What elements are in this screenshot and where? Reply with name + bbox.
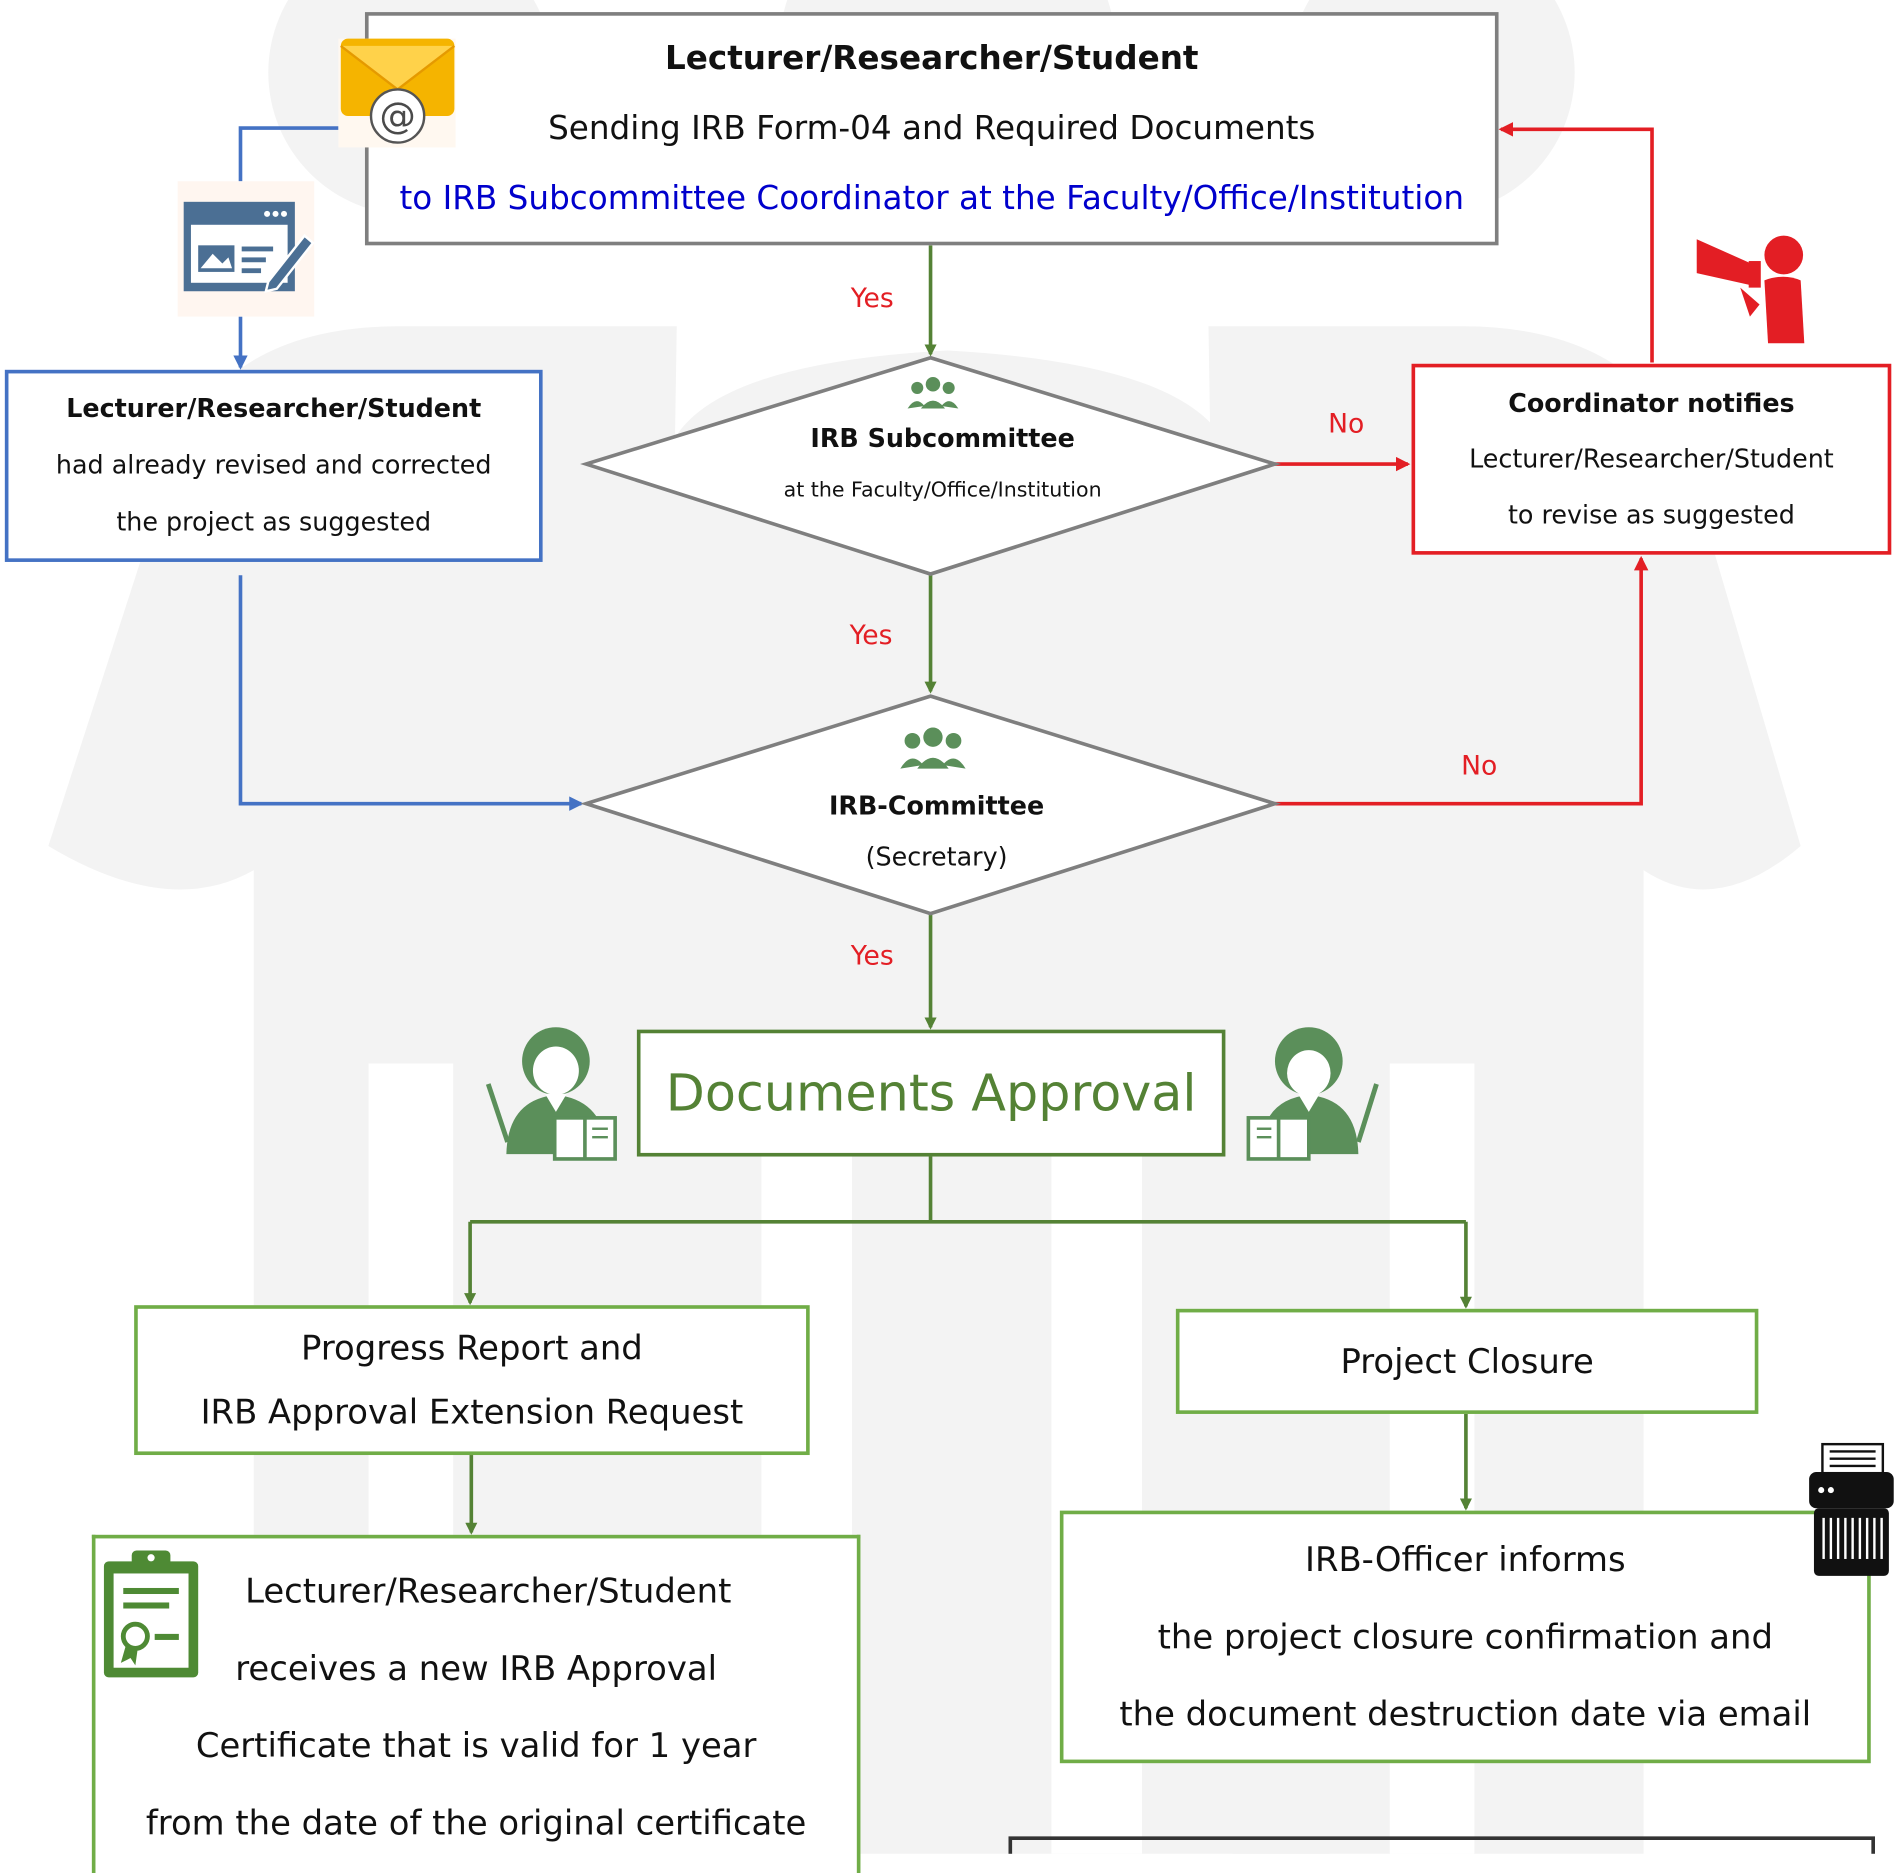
progress-box-line1: Progress Report and bbox=[301, 1328, 643, 1369]
teacher-icon bbox=[1246, 1027, 1379, 1161]
top-box-subtitle: Sending IRB Form-04 and Required Documen… bbox=[548, 109, 1316, 147]
email-icon: @ bbox=[338, 38, 456, 148]
watermark-body-left bbox=[48, 326, 677, 1854]
arrow-coordinator-to-top bbox=[1498, 122, 1654, 363]
top-submission-box: Lecturer/Researcher/Student Sending IRB … bbox=[364, 12, 1499, 246]
diamond1-subtitle: at the Faculty/Office/Institution bbox=[783, 478, 1102, 503]
revised-project-box: Lecturer/Researcher/Student had already … bbox=[4, 369, 543, 562]
megaphone-person-icon bbox=[1696, 235, 1805, 344]
officer-box-line3: the document destruction date via email bbox=[1119, 1693, 1812, 1734]
progress-box-line2: IRB Approval Extension Request bbox=[200, 1392, 744, 1433]
top-box-recipient: to IRB Subcommittee Coordinator at the F… bbox=[399, 179, 1465, 217]
label-yes-3: Yes bbox=[850, 941, 894, 972]
certificate-box-line1: Lecturer/Researcher/Student bbox=[245, 1571, 732, 1611]
diamond2-text: IRB-Committee (Secretary) bbox=[671, 781, 1203, 883]
progress-report-box: Progress Report and IRB Approval Extensi… bbox=[134, 1305, 810, 1456]
diamond-irb-subcommittee bbox=[580, 355, 1282, 576]
teacher-icon bbox=[485, 1027, 617, 1161]
project-closure-box: Project Closure bbox=[1175, 1308, 1759, 1414]
revised-box-line3: the project as suggested bbox=[116, 507, 432, 537]
documents-approval-title: Documents Approval bbox=[665, 1063, 1197, 1123]
coordinator-box-title: Coordinator notifies bbox=[1508, 389, 1795, 419]
approval-split-line bbox=[470, 1156, 1466, 1224]
group-icon bbox=[907, 377, 959, 409]
label-yes-2: Yes bbox=[849, 621, 893, 652]
diamond1-text: IRB Subcommittee at the Faculty/Office/I… bbox=[677, 416, 1209, 520]
diamond-irb-committee bbox=[580, 694, 1281, 916]
shredder-icon bbox=[1809, 1442, 1894, 1576]
revised-box-line2: had already revised and corrected bbox=[55, 450, 492, 480]
watermark-body-right bbox=[1208, 326, 1801, 1854]
group-icon bbox=[900, 727, 966, 769]
coordinator-box-line3: to revise as suggested bbox=[1507, 500, 1795, 530]
label-no-2: No bbox=[1461, 751, 1498, 782]
diamond1-title: IRB Subcommittee bbox=[810, 424, 1075, 454]
label-yes-1: Yes bbox=[850, 283, 894, 315]
certificate-icon bbox=[103, 1550, 199, 1678]
coordinator-box-line2: Lecturer/Researcher/Student bbox=[1469, 444, 1834, 474]
arrow-no2-to-coordinator bbox=[1274, 555, 1649, 806]
arrow-revised-to-diamond2 bbox=[238, 575, 584, 811]
officer-box-line1: IRB-Officer informs bbox=[1304, 1539, 1626, 1579]
web-form-icon bbox=[177, 181, 315, 317]
certificate-box-line2: receives a new IRB Approval bbox=[235, 1648, 718, 1689]
revised-box-title: Lecturer/Researcher/Student bbox=[66, 393, 482, 423]
certificate-box-line4: from the date of the original certificat… bbox=[145, 1803, 807, 1843]
documents-approval-box: Documents Approval bbox=[636, 1029, 1226, 1157]
coordinator-notify-box: Coordinator notifies Lecturer/Researcher… bbox=[1411, 363, 1892, 555]
officer-inform-box: IRB-Officer informs the project closure … bbox=[1059, 1510, 1871, 1764]
certificate-box: Lecturer/Researcher/Student receives a n… bbox=[91, 1534, 861, 1873]
top-box-title: Lecturer/Researcher/Student bbox=[664, 39, 1199, 77]
closure-box-title: Project Closure bbox=[1340, 1341, 1594, 1382]
svg-text:@: @ bbox=[379, 94, 415, 137]
diamond2-subtitle: (Secretary) bbox=[865, 842, 1008, 872]
label-no-1: No bbox=[1328, 409, 1365, 440]
bottom-partial-box bbox=[1008, 1836, 1875, 1854]
diamond2-title: IRB-Committee bbox=[828, 791, 1045, 821]
officer-box-line2: the project closure confirmation and bbox=[1157, 1616, 1773, 1657]
blue-line-top bbox=[238, 126, 339, 182]
certificate-box-line3: Certificate that is valid for 1 year bbox=[195, 1725, 757, 1766]
